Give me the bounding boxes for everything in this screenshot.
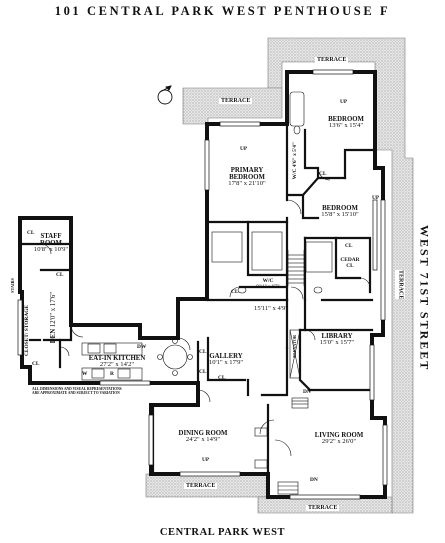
closet-mark-gallery-2: CL: [199, 369, 207, 375]
street-label-south: CENTRAL PARK WEST: [159, 527, 286, 538]
terrace-north: [182, 87, 283, 125]
toilet-primary: [237, 286, 247, 294]
room-library: LIBRARY 15'0" x 15'7": [319, 333, 355, 347]
room-bedroom-ne: BEDROOM 13'6" x 15'4": [328, 116, 364, 130]
compass-icon: [157, 85, 173, 105]
closet-mark-primary: CL: [231, 289, 239, 295]
kitchen-counter: [81, 342, 143, 356]
room-bedroom-e: BEDROOM 15'8" x 15'10": [321, 205, 359, 219]
dw-mark: DW: [137, 344, 147, 350]
closet-mark-gallery-1: CL: [199, 349, 207, 355]
up-mark-bedroom: UP: [340, 99, 348, 105]
room-primary-bedroom: PRIMARY BEDROOM 17'8" x 21'10": [228, 167, 266, 188]
closet-mark-gallery-3: CL: [218, 375, 226, 381]
dn-mark-living: DN: [303, 389, 311, 395]
fixtures: [81, 91, 333, 495]
terrace-label-n: TERRACE: [219, 98, 253, 105]
closet-mark-den: CL: [56, 272, 64, 278]
windows: [17, 69, 388, 500]
up-mark-primary: UP: [240, 146, 248, 152]
terrace-label-e: TERRACE: [395, 270, 406, 300]
closet-mark-staff: CL: [27, 230, 35, 236]
room-closet-storage: CLOSET/ STORAGE: [24, 305, 30, 356]
washer-mark: W: [82, 371, 88, 377]
page-title: 101 CENTRAL PARK WEST PENTHOUSE F: [54, 4, 391, 18]
room-gallery: GALLERY 10'1" x 17'9": [208, 353, 244, 367]
up-mark-dining: UP: [202, 457, 210, 463]
living-steps: [277, 397, 309, 495]
fridge-mark: R: [110, 371, 114, 377]
up-mark-east: UP: [372, 195, 380, 201]
elevator-label: ELEVATOR: [292, 335, 297, 358]
closet-mark-kitchen: CL: [32, 361, 40, 367]
bathtub-primary: [211, 231, 243, 263]
closet-mark-hall: CL: [319, 171, 327, 177]
terrace-label-ne: TERRACE: [315, 57, 349, 64]
room-wic-north: W/C 4'6" x 5'4": [292, 142, 298, 180]
elevator-shaft: [289, 329, 301, 379]
room-wic-south: W/C 9'11" x 6'7": [256, 278, 280, 290]
closet-mark-bedroom: CL: [345, 243, 353, 249]
dining-table: [162, 344, 188, 370]
disclaimer: ALL DIMENSIONS AND VISUAL REPRESENTATION…: [32, 387, 122, 396]
doors: [40, 167, 371, 457]
stairs-steps: [287, 250, 305, 286]
hall-dimensions: 15'11" x 4'9": [254, 305, 288, 312]
bathtub-north: [289, 91, 305, 127]
fireplace: [254, 427, 268, 437]
dn-mark-south: DN: [310, 477, 318, 483]
room-staff: STAFF ROOM 10'8" x 10'9": [33, 233, 69, 254]
terrace-label-sw: TERRACE: [184, 483, 218, 490]
room-eat-in-kitchen: EAT-IN KITCHEN 27'2" x 14'2": [88, 355, 146, 369]
stairs-label: STAIRS: [10, 278, 15, 293]
street-label-east: WEST 71ST STREET: [417, 225, 432, 372]
room-den: DEN 12'0" x 17'6": [50, 292, 57, 344]
terrace-label-s: TERRACE: [306, 505, 340, 512]
room-living: LIVING ROOM 29'2" x 26'0": [314, 432, 364, 446]
room-dining: DINING ROOM 24'2" x 14'9": [178, 430, 228, 444]
